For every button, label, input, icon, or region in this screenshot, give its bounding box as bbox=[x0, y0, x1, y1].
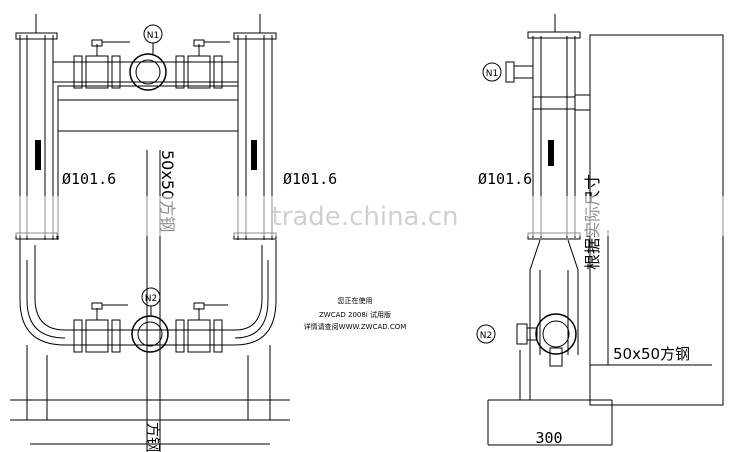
watermark: trade.china.cn bbox=[0, 196, 730, 236]
square-steel-side-label: 50x50方钢 bbox=[613, 345, 690, 363]
cad-notice-line3: 详情请查阅WWW.ZWCAD.COM bbox=[304, 322, 407, 331]
sight-glass-left bbox=[35, 140, 41, 170]
sight-glass-side bbox=[548, 140, 554, 166]
diameter-label-right: Ø101.6 bbox=[283, 170, 337, 188]
u-bend-pipe bbox=[19, 240, 277, 353]
front-view: N1 N2 Ø101.6 Ø101.6 50x50方钢 方钢 bbox=[10, 14, 337, 452]
top-header-pipe bbox=[53, 24, 238, 91]
sight-glass-right bbox=[251, 140, 257, 170]
cad-trial-notice: 您正在使用 ZWCAD 2008i 试用版 详情请查阅WWW.ZWCAD.COM bbox=[304, 296, 407, 331]
diameter-label-left: Ø101.6 bbox=[62, 170, 116, 188]
nozzle-n1-label-side: N1 bbox=[486, 69, 498, 79]
cad-notice-line1: 您正在使用 bbox=[338, 296, 373, 305]
diameter-label-side: Ø101.6 bbox=[478, 170, 532, 188]
watermark-text: trade.china.cn bbox=[271, 202, 458, 232]
square-steel-bottom-label: 方钢 bbox=[144, 422, 162, 452]
nozzle-n1-label-front: N1 bbox=[147, 31, 159, 41]
nozzle-n2-label-side: N2 bbox=[480, 331, 492, 341]
side-view: N1 N2 Ø101.6 50x50方钢 300 根据实际尺寸 bbox=[476, 14, 724, 447]
cad-notice-line2: ZWCAD 2008i 试用版 bbox=[319, 310, 391, 319]
dimension-300-label: 300 bbox=[535, 429, 562, 447]
nozzle-n2-label-front: N2 bbox=[145, 294, 157, 304]
